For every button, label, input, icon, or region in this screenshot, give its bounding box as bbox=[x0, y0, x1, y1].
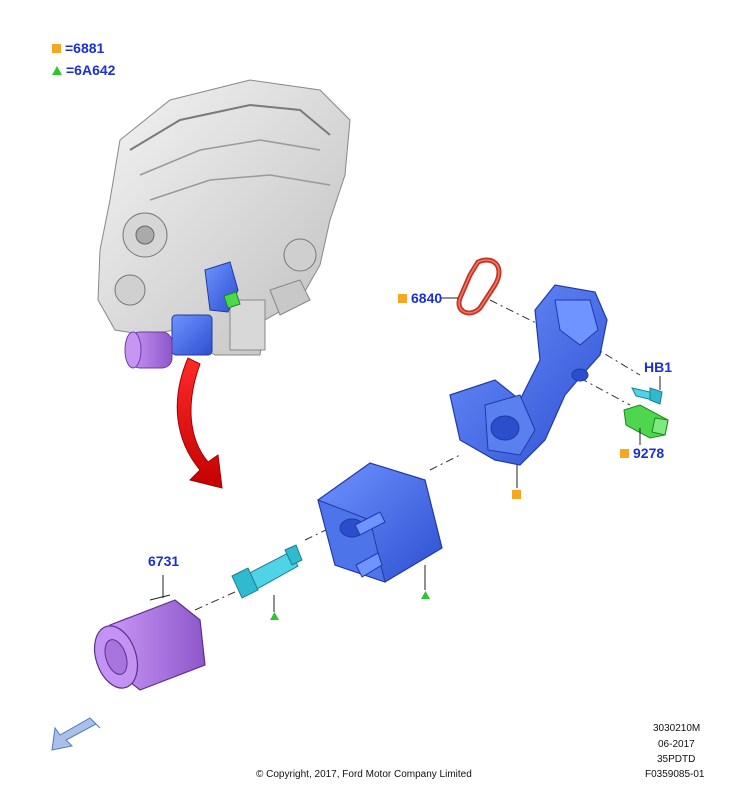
copyright-text: © Copyright, 2017, Ford Motor Company Li… bbox=[256, 769, 472, 780]
callout-label: 9278 bbox=[633, 445, 665, 461]
triangle-symbol-icon bbox=[52, 65, 62, 75]
callout-label: HB1 bbox=[644, 359, 673, 375]
square-symbol-icon bbox=[52, 43, 61, 53]
square-symbol-icon bbox=[398, 293, 407, 303]
reference-markers bbox=[270, 490, 521, 620]
callout-label: 6731 bbox=[148, 553, 180, 569]
orientation-arrow bbox=[51, 717, 101, 751]
oil-filter-part bbox=[93, 575, 206, 691]
legend-item-triangle: =6A642 bbox=[52, 62, 115, 78]
gasket-part bbox=[440, 257, 502, 316]
callout-6840: 6840 bbox=[398, 290, 442, 306]
triangle-marker-cooler bbox=[421, 591, 430, 599]
figure-number-text: F0359085-01 bbox=[645, 769, 705, 780]
callout-hb1: HB1 bbox=[644, 359, 672, 375]
triangle-marker-bolt bbox=[270, 612, 279, 620]
bolt-hb1-part bbox=[631, 376, 663, 405]
oil-filter-housing-part bbox=[449, 284, 608, 488]
engine-assembly bbox=[97, 79, 351, 369]
callout-9278: 9278 bbox=[620, 445, 664, 461]
legend-item-square: =6881 bbox=[52, 40, 104, 56]
square-symbol-icon bbox=[620, 448, 629, 458]
connector-bolt-part bbox=[231, 544, 303, 612]
engine-text: 35PDTD bbox=[657, 754, 696, 765]
callout-6731: 6731 bbox=[148, 553, 179, 569]
sensor-9278-part bbox=[623, 404, 669, 445]
code-text: 3030210M bbox=[653, 723, 701, 734]
square-marker-housing bbox=[512, 490, 521, 499]
callout-label: 6840 bbox=[411, 290, 443, 306]
legend-text: =6A642 bbox=[66, 62, 116, 78]
zoom-arrow bbox=[176, 357, 223, 489]
date-text: 06-2017 bbox=[658, 739, 695, 750]
legend-text: =6881 bbox=[65, 40, 105, 56]
oil-cooler-part bbox=[317, 462, 443, 590]
